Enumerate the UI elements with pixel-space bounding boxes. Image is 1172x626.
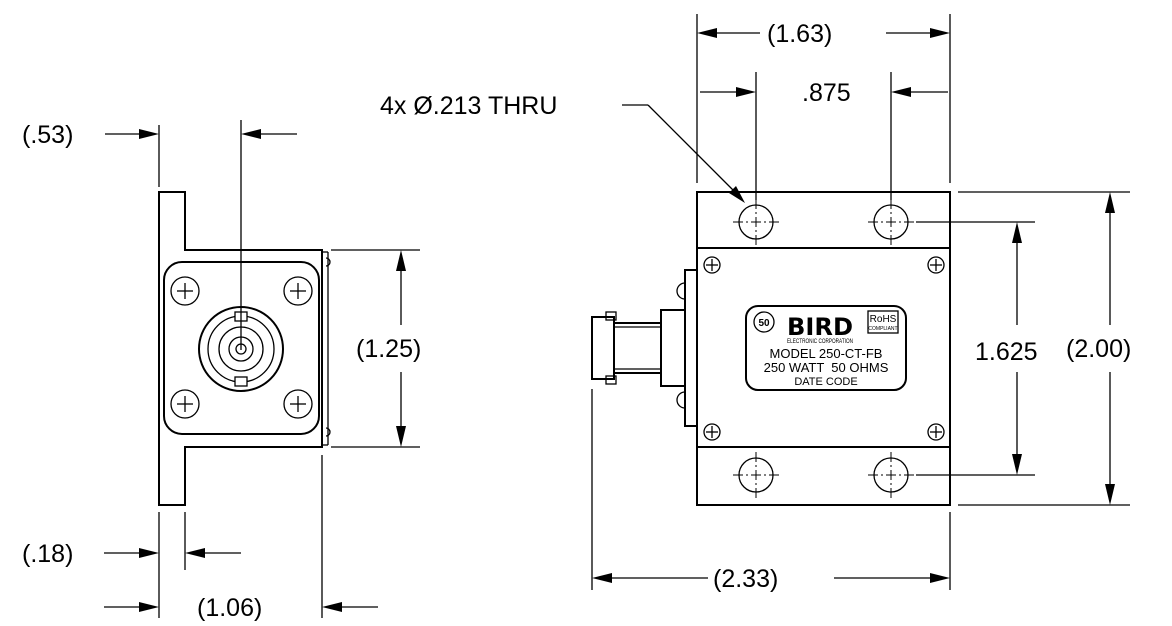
dim-hole-spacing-h: .875 [802, 79, 851, 107]
dim-hole-spacing-v: 1.625 [975, 338, 1038, 366]
dim-overall-height: (2.00) [1066, 335, 1131, 363]
hole-callout: 4x Ø.213 THRU [380, 92, 557, 120]
dim-flange-offset: (.53) [22, 121, 73, 149]
flange-screw-icon [170, 276, 313, 419]
dim-flange-thickness: (.18) [22, 540, 73, 568]
mounting-hole-icon [733, 199, 914, 498]
company-name: ELECTRONIC CORPORATION [787, 339, 853, 345]
side-view: (.53) (1.25) (.18) (1.06) [22, 120, 421, 622]
rating-badge-icon [753, 311, 775, 333]
bnc-connector-side-view [591, 269, 698, 427]
dim-overall-length: (2.33) [713, 565, 778, 593]
label-plate: 50 BIRD ELECTRONIC CORPORATION RoHS COMP… [745, 305, 907, 391]
rating-text: 250 WATT 50 OHMS [764, 360, 889, 375]
model-text: MODEL 250-CT-FB [770, 346, 883, 361]
brand-logo: BIRD [787, 313, 853, 341]
rating-badge: 50 [758, 318, 770, 329]
front-view: 50 BIRD ELECTRONIC CORPORATION RoHS COMP… [380, 14, 1131, 593]
dim-connector-height: (1.25) [356, 335, 421, 363]
rohs-sub: COMPLIANT [868, 326, 897, 332]
body-screw-icon [703, 256, 945, 441]
date-code-text: DATE CODE [794, 376, 857, 388]
side-view-body [158, 191, 323, 506]
dim-overall-depth: (1.06) [197, 594, 262, 622]
rohs-mark: RoHS [870, 314, 897, 325]
dim-overall-width-top: (1.63) [767, 20, 832, 48]
